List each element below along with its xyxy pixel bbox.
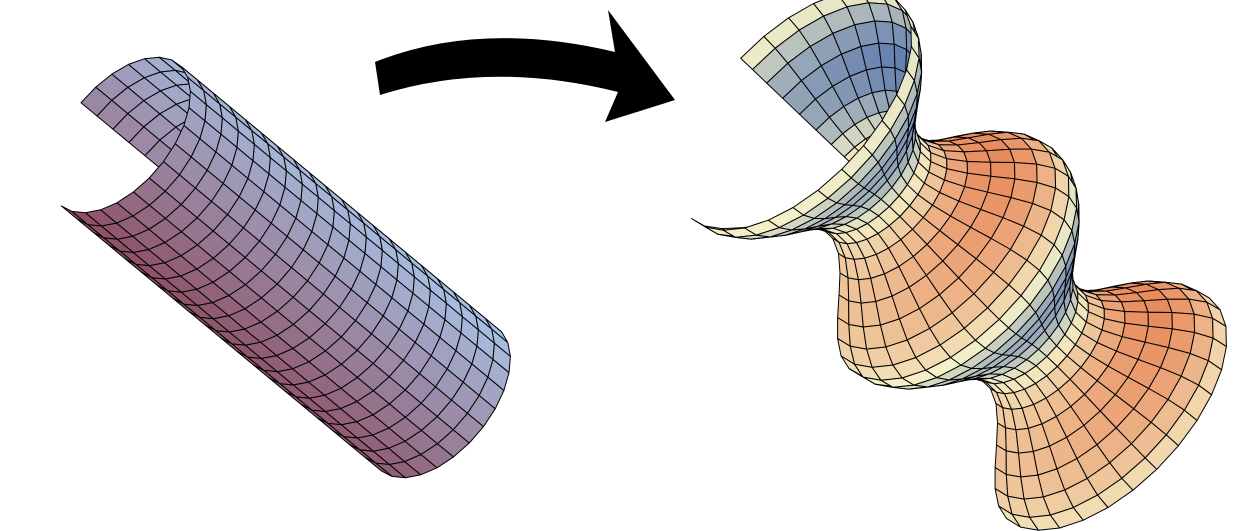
cylinder-surface bbox=[60, 56, 511, 479]
mesh-face bbox=[1120, 300, 1149, 313]
mesh-face bbox=[1144, 434, 1179, 470]
mesh-face bbox=[878, 42, 896, 69]
mesh-face bbox=[452, 412, 484, 444]
mesh-face bbox=[963, 150, 992, 163]
deformed-surface bbox=[691, 0, 1227, 531]
curved-arrow-icon bbox=[375, 10, 675, 122]
